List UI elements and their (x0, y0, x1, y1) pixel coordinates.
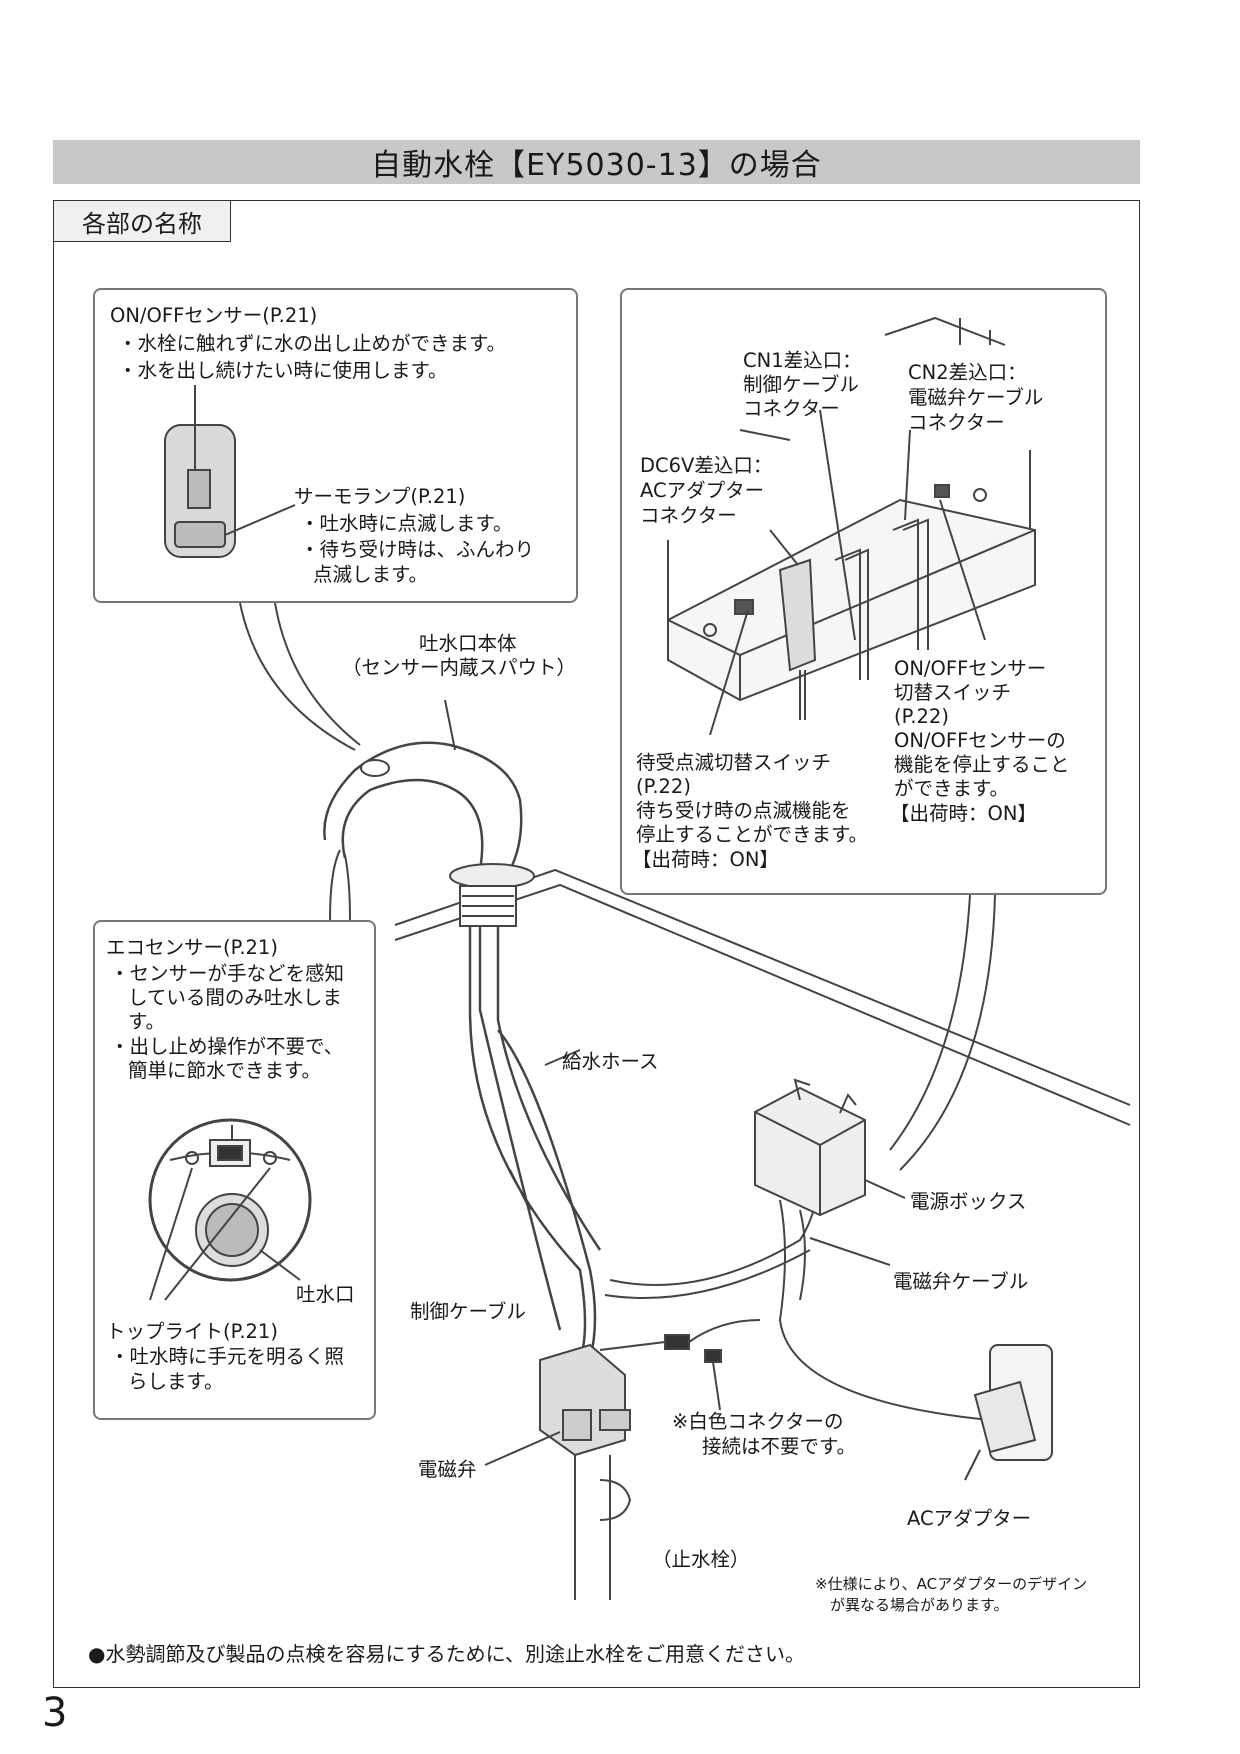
standby-switch-4: 停止することができます。 (636, 823, 869, 846)
cn1-label-3: コネクター (743, 397, 840, 420)
thermo-lamp-desc-2: ・待ち受け時は、ふんわり (300, 538, 535, 561)
standby-switch-1: 待受点滅切替スイッチ (636, 751, 832, 774)
standby-switch-2: (P.22) (636, 775, 691, 798)
control-cable-label: 制御ケーブル (410, 1300, 526, 1323)
dc-label-3: コネクター (640, 504, 737, 527)
standby-switch-5: 【出荷時：ON】 (632, 848, 779, 871)
spout-body-sublabel: （センサー内蔵スパウト） (342, 656, 577, 679)
page-number: 3 (42, 1690, 68, 1736)
onoff-switch-1: ON/OFFセンサー (894, 657, 1047, 680)
standby-switch-3: 待ち受け時の点滅機能を (636, 799, 851, 822)
solenoid-valve-label: 電磁弁 (418, 1458, 477, 1481)
page-title-text: 自動水栓【EY5030-13】の場合 (371, 148, 822, 183)
thermo-lamp-desc-3: 点滅します。 (313, 563, 429, 586)
onoff-switch-2: 切替スイッチ (894, 681, 1012, 704)
section-heading-text: 各部の名称 (82, 209, 202, 238)
stop-valve-label: （止水栓） (652, 1548, 750, 1571)
ac-adapter-label: ACアダプター (907, 1507, 1032, 1530)
dc-label-1: DC6V差込口： (640, 454, 773, 477)
white-connector-note-1: ※白色コネクターの (672, 1410, 844, 1433)
cn2-label-3: コネクター (908, 411, 1005, 434)
supply-hose-label: 給水ホース (562, 1050, 659, 1073)
thermo-lamp-title: サーモランプ(P.21) (294, 485, 466, 508)
eco-sensor-desc-3: す。 (128, 1010, 166, 1033)
spec-note-1: ※仕様により、ACアダプターのデザイン (815, 1575, 1088, 1593)
eco-sensor-desc-1: ・センサーが手などを感知 (110, 962, 345, 985)
section-heading: 各部の名称 (53, 200, 231, 242)
eco-sensor-title: エコセンサー(P.21) (106, 936, 278, 959)
onoff-switch-3: (P.22) (894, 705, 949, 728)
thermo-lamp-desc-1: ・吐水時に点滅します。 (300, 512, 513, 535)
spout-outlet-label: 吐水口 (296, 1283, 355, 1306)
onoff-switch-6: ができます。 (894, 777, 1010, 800)
onoff-sensor-desc-1: ・水栓に触れずに水の出し止めができます。 (118, 332, 507, 355)
toplight-title: トップライト(P.21) (106, 1320, 278, 1343)
power-box-label: 電源ボックス (910, 1190, 1027, 1213)
page-title: 自動水栓【EY5030-13】の場合 (53, 140, 1140, 184)
cn1-label-2: 制御ケーブル (743, 373, 859, 396)
onoff-sensor-title: ON/OFFセンサー(P.21) (110, 304, 318, 327)
spout-body-label: 吐水口本体 (419, 632, 517, 655)
onoff-switch-5: 機能を停止すること (894, 753, 1070, 776)
eco-sensor-desc-2: している間のみ吐水しま (128, 986, 342, 1009)
cn2-label-2: 電磁弁ケーブル (908, 386, 1044, 409)
onoff-switch-7: 【出荷時：ON】 (890, 802, 1037, 825)
toplight-desc-1: ・吐水時に手元を明るく照 (110, 1345, 345, 1368)
bottom-note: ●水勢調節及び製品の点検を容易にするために、別途止水栓をご用意ください。 (88, 1642, 806, 1666)
eco-sensor-desc-4: ・出し止め操作が不要で、 (110, 1035, 344, 1058)
content-frame (53, 200, 1140, 1688)
cn1-label-1: CN1差込口： (743, 349, 862, 372)
dc-label-2: ACアダプター (640, 479, 765, 502)
spec-note-2: が異なる場合があります。 (830, 1596, 1009, 1614)
valve-cable-label: 電磁弁ケーブル (893, 1270, 1029, 1293)
white-connector-note-2: 接続は不要です。 (702, 1435, 857, 1458)
cn2-label-1: CN2差込口： (908, 361, 1027, 384)
onoff-sensor-desc-2: ・水を出し続けたい時に使用します。 (118, 359, 448, 382)
toplight-desc-2: らします。 (128, 1370, 224, 1393)
eco-sensor-desc-5: 簡単に節水できます。 (128, 1059, 322, 1082)
onoff-switch-4: ON/OFFセンサーの (894, 729, 1066, 752)
